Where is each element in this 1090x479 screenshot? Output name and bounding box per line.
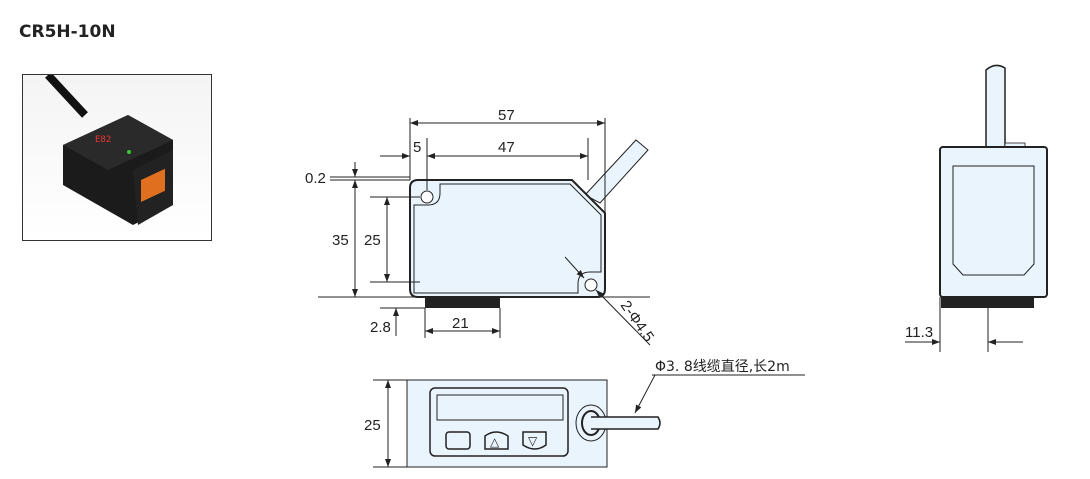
cable-side [584,139,649,204]
photo-digits: E82 [95,135,111,145]
mount-hole-icon [420,190,434,204]
dim-25-front: 25 [364,417,381,434]
up-button [484,431,509,450]
cable-front [591,416,661,430]
sensor-body-side [409,179,606,298]
end-view: 11.3 [905,64,1048,352]
down-button [522,431,547,450]
dim-5: 5 [413,139,421,156]
mount-hole-icon [584,278,598,292]
adjust-knob-end [941,297,1034,308]
sensor-photo-illustration: E82 [45,72,173,225]
front-view: △ ▽ 25 Φ3. 8线缆直径,长2m [364,358,805,468]
dim-holes: 2-Φ4.5 [617,298,657,346]
dim-25: 25 [364,232,381,249]
dim-0-2: 0.2 [305,170,326,187]
product-photo: E82 [22,72,212,241]
display-window [436,394,564,421]
adjust-knob [425,297,500,308]
dim-57: 57 [498,107,515,124]
up-arrow-icon: △ [490,435,500,449]
cable-note: Φ3. 8线缆直径,长2m [655,358,790,375]
product-title: CR5H-10N [19,22,116,42]
dim-11-3: 11.3 [905,324,933,341]
dim-47: 47 [498,139,515,156]
dim-21: 21 [452,315,469,332]
down-arrow-icon: ▽ [528,434,538,448]
dim-2-8: 2.8 [370,319,391,336]
mode-button [445,431,471,450]
cable-end [985,64,1006,147]
dim-35: 35 [332,232,349,249]
side-view: 57 5 47 0.2 35 25 2.8 21 2 [305,107,657,346]
